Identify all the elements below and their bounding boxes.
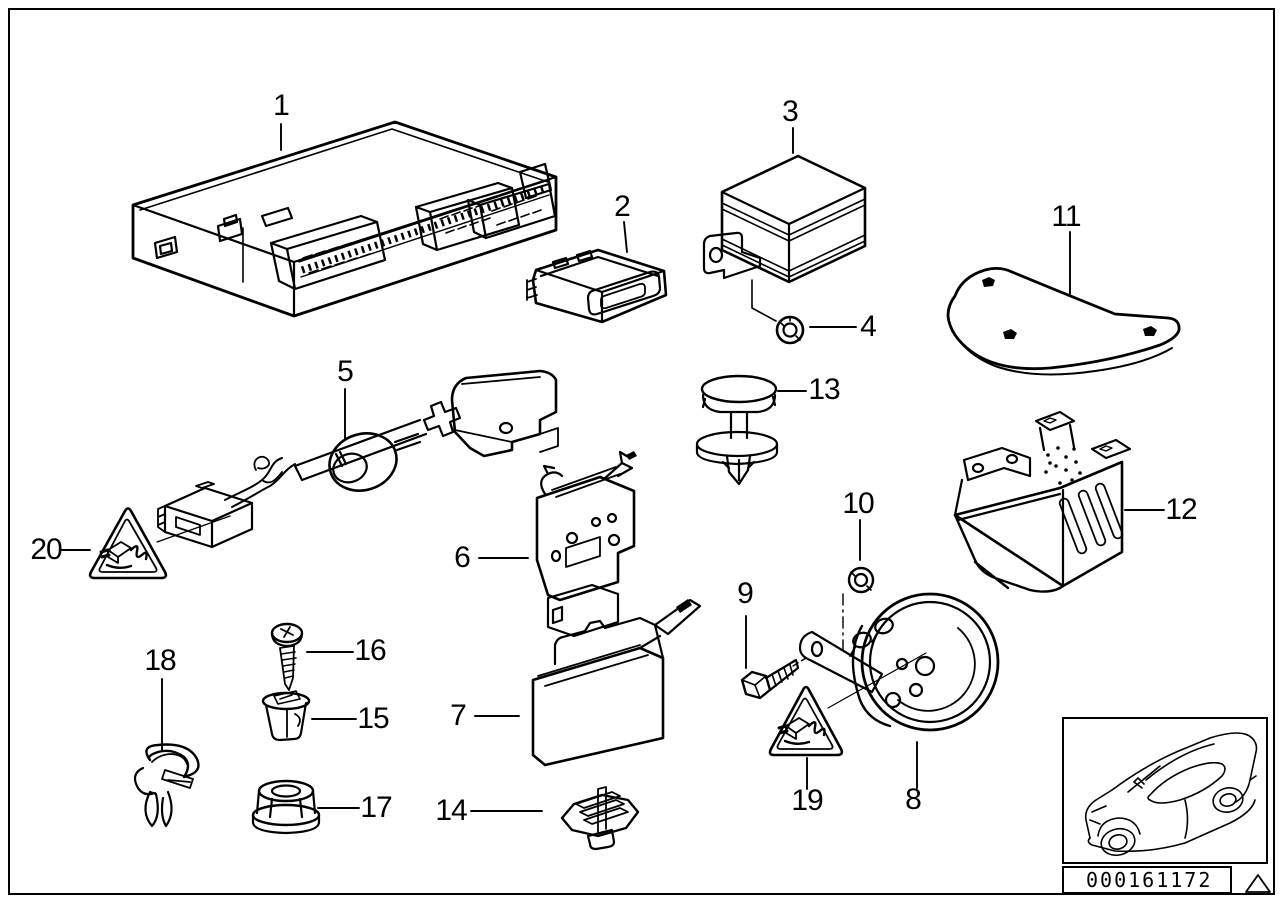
callout-10[interactable]: 10 <box>842 487 874 520</box>
callout-16[interactable]: 16 <box>354 634 386 667</box>
car-icon <box>1084 732 1258 857</box>
callout-18[interactable]: 18 <box>144 644 176 677</box>
callout-1[interactable]: 1 <box>273 89 290 122</box>
part-8-drawing <box>798 592 1000 732</box>
part-5-drawing <box>157 369 559 549</box>
callout-6[interactable]: 6 <box>454 541 471 574</box>
callout-12[interactable]: 12 <box>1165 493 1197 526</box>
part-12-drawing <box>953 410 1132 593</box>
part-4-drawing <box>775 315 805 345</box>
leader-lines <box>61 123 1165 812</box>
part-2-drawing <box>526 248 668 324</box>
diagram-border <box>8 8 1275 895</box>
callout-9[interactable]: 9 <box>737 577 754 610</box>
warning-triangle-20-icon <box>88 507 168 580</box>
callout-7[interactable]: 7 <box>450 699 467 732</box>
part-1-drawing <box>131 120 558 318</box>
part-number-box: 000161172 <box>1062 866 1232 894</box>
callout-2[interactable]: 2 <box>614 190 631 223</box>
part-6-drawing <box>535 450 637 638</box>
callout-15[interactable]: 15 <box>357 702 389 735</box>
part-11-drawing <box>946 267 1181 376</box>
callout-20[interactable]: 20 <box>30 533 62 566</box>
callout-4[interactable]: 4 <box>860 310 877 343</box>
car-thumbnail-box <box>1062 717 1268 864</box>
callout-11[interactable]: 11 <box>1051 200 1081 233</box>
part-18-drawing <box>133 743 200 828</box>
callout-17[interactable]: 17 <box>360 791 392 824</box>
part-14-drawing <box>560 786 640 851</box>
part-17-drawing <box>251 779 321 835</box>
part-15-drawing <box>261 690 311 742</box>
callout-3[interactable]: 3 <box>782 95 799 128</box>
part-9-drawing <box>740 657 807 700</box>
warning-triangle-19-icon <box>768 685 844 757</box>
callout-5[interactable]: 5 <box>337 355 354 388</box>
footer-warning-triangle-icon <box>1245 874 1271 893</box>
callout-14[interactable]: 14 <box>435 794 467 827</box>
callout-13[interactable]: 13 <box>808 373 840 406</box>
part-13-drawing <box>695 374 779 486</box>
callout-19[interactable]: 19 <box>791 784 823 817</box>
part-10-drawing <box>842 566 875 651</box>
part-3-drawing <box>702 154 867 322</box>
part-7-drawing <box>531 598 702 767</box>
part-16-drawing <box>270 622 304 691</box>
part-number: 000161172 <box>1086 868 1213 892</box>
callout-8[interactable]: 8 <box>905 783 922 816</box>
